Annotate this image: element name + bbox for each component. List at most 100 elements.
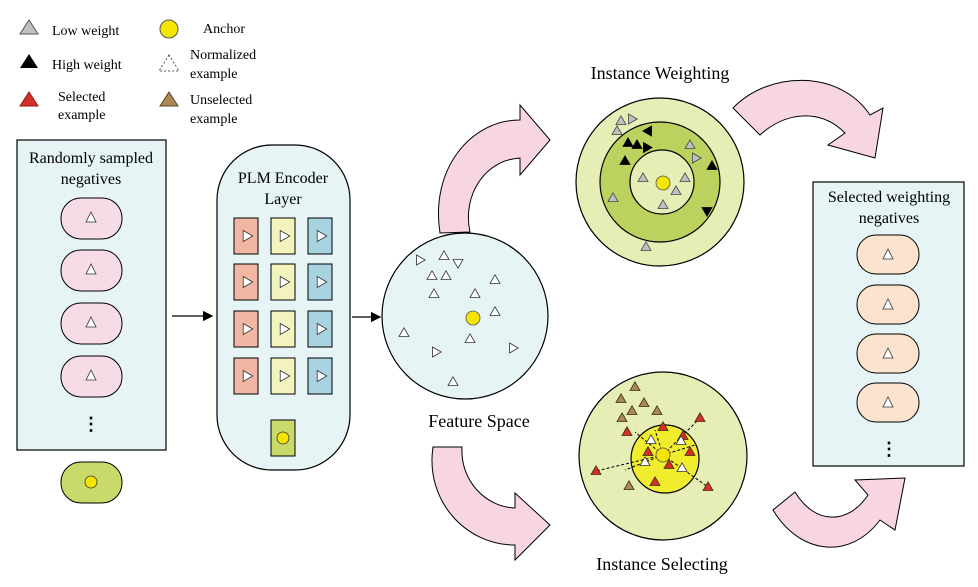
normalized-triangle-icon <box>316 275 328 289</box>
normalized-triangle-icon <box>639 455 651 466</box>
feature-space-circle <box>381 232 549 400</box>
normalized-triangle-icon <box>469 287 481 298</box>
normalized-triangle-icon <box>645 433 657 444</box>
high-weight-triangle-icon <box>643 141 653 154</box>
curved-arrow-up <box>438 103 551 234</box>
normalized-triangle-icon <box>316 322 328 336</box>
normalized-triangle-icon <box>428 287 440 298</box>
plm-encoder-title-1: PLM Encoder <box>238 170 329 187</box>
selected-triangle-icon <box>590 464 602 475</box>
feature-space-label: Feature Space <box>428 411 529 431</box>
normalized-triangle-icon <box>675 434 687 445</box>
unselected-triangle-icon <box>626 404 638 415</box>
selecting-points <box>590 380 714 491</box>
normalized-triangle-icon <box>882 396 894 408</box>
instance-selecting: Instance Selecting <box>578 371 748 574</box>
normalized-triangle-icon <box>432 346 443 358</box>
high-weight-triangle-icon <box>701 207 713 218</box>
normalized-triangle-icon <box>416 254 427 266</box>
normalized-triangle-icon <box>882 298 894 310</box>
anchor-circle-icon <box>159 19 179 39</box>
legend-normalized-label-1: Normalized <box>190 48 256 63</box>
legend-unselected: Unselected example <box>159 91 252 127</box>
negative-pill <box>60 302 123 345</box>
selected-negative-pill <box>856 234 920 275</box>
instance-selecting-label: Instance Selecting <box>596 554 727 574</box>
normalized-triangle-icon <box>158 54 180 72</box>
legend-anchor-label: Anchor <box>203 22 245 37</box>
selection-link <box>595 454 664 472</box>
normalized-triangle-icon <box>882 248 894 260</box>
selected-negatives-title-1: Selected weighting <box>828 189 950 206</box>
low-weight-triangle-icon <box>607 191 619 202</box>
negative-pill <box>60 197 123 240</box>
low-weight-triangle-icon <box>692 152 703 164</box>
normalized-triangle-icon <box>440 269 452 280</box>
selected-triangle-icon <box>621 425 633 436</box>
normalized-triangle-icon <box>882 347 894 359</box>
normalized-triangle-icon <box>279 369 291 383</box>
normalized-triangle-icon <box>398 326 410 337</box>
low-weight-triangle-icon <box>615 114 627 125</box>
legend-selected-label-1: Selected <box>58 90 105 105</box>
legend-unselected-label-2: example <box>190 112 237 127</box>
encoder-grid <box>233 217 333 395</box>
high-weight-triangle-icon <box>631 138 643 149</box>
normalized-triangle-icon <box>438 249 450 260</box>
unselected-triangle-icon <box>629 380 641 391</box>
feature-space: Feature Space <box>381 232 549 431</box>
normalized-triangle-icon <box>452 259 464 270</box>
low-weight-triangle-icon <box>637 171 649 182</box>
instance-weighting-label: Instance Weighting <box>591 63 730 83</box>
selected-triangle-icon <box>663 458 675 469</box>
normalized-triangle-icon <box>242 275 254 289</box>
legend-normalized: Normalized example <box>158 48 256 82</box>
low-weight-triangle-icon <box>628 113 639 125</box>
normalized-triangle-icon <box>489 273 501 284</box>
feature-points <box>398 249 520 386</box>
random-negatives-box <box>16 139 167 451</box>
normalized-triangle-icon <box>242 322 254 336</box>
random-negatives-ellipsis: ⋮ <box>82 414 100 434</box>
legend-selected-label-2: example <box>58 108 105 123</box>
instance-weighting: Instance Weighting <box>575 63 745 267</box>
selected-negatives-title-2: negatives <box>859 210 919 227</box>
curved-arrow-weighting-out <box>732 79 884 159</box>
high-weight-triangle-icon <box>20 54 38 68</box>
selected-triangle-icon <box>649 475 661 486</box>
legend-selected: Selected example <box>19 90 105 123</box>
high-weight-triangle-icon <box>641 125 652 137</box>
normalized-triangle-icon <box>279 229 291 243</box>
anchor-pill <box>60 461 123 504</box>
selected-negatives-ellipsis: ⋮ <box>880 439 898 459</box>
low-weight-triangle-icon <box>679 171 691 182</box>
normalized-triangle-icon <box>242 229 254 243</box>
legend-low-weight: Low weight <box>19 19 119 39</box>
high-weight-triangle-icon <box>622 136 634 147</box>
encoder-anchor-cell <box>270 419 296 457</box>
normalized-triangle-icon <box>676 461 688 472</box>
random-negatives-panel: Randomly sampled negatives ⋮ <box>16 139 167 451</box>
unselected-triangle-icon <box>623 479 635 490</box>
anchor-circle-icon <box>655 175 671 191</box>
normalized-triangle-icon <box>464 332 476 343</box>
random-negatives-title-1: Randomly sampled <box>29 150 153 167</box>
normalized-triangle-icon <box>279 275 291 289</box>
selected-negatives-panel: Selected weighting negatives ⋮ <box>812 181 965 467</box>
legend-high-weight-label: High weight <box>52 58 122 73</box>
anchor-circle-icon <box>655 447 671 463</box>
selected-triangle-icon <box>642 445 654 456</box>
anchor-circle-icon <box>84 475 98 489</box>
selected-negative-pill <box>856 382 920 423</box>
selected-triangle-icon <box>19 91 39 107</box>
plm-encoder-title-2: Layer <box>264 191 302 208</box>
selection-link <box>654 429 664 456</box>
low-weight-triangle-icon <box>670 184 682 195</box>
plm-encoder: PLM Encoder Layer <box>216 144 351 471</box>
high-weight-triangle-icon <box>619 154 631 165</box>
anchor-circle-icon <box>465 310 481 326</box>
normalized-triangle-icon <box>85 316 97 328</box>
normalized-triangle-icon <box>242 369 254 383</box>
